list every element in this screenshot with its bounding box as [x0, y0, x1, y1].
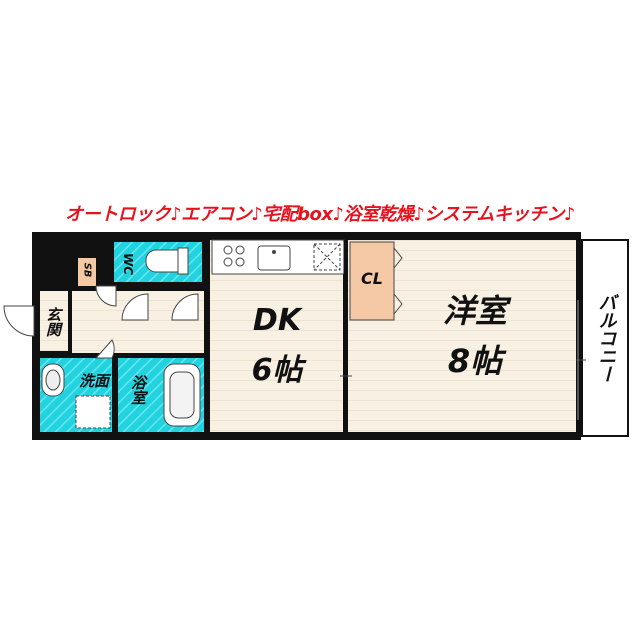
toilet-icon — [145, 247, 189, 275]
washbasin-icon — [41, 363, 65, 397]
door-swing-icon — [3, 285, 199, 359]
western-room-label: 洋室 — [443, 292, 512, 330]
closet-label: CL — [361, 269, 383, 288]
bathroom-label: 浴室 — [128, 375, 148, 405]
entrance-label: 玄関 — [43, 306, 63, 337]
stove-icon — [223, 245, 245, 267]
ventilation-icon — [313, 243, 341, 271]
washing-machine-icon — [75, 395, 111, 429]
shoe-box — [78, 258, 96, 286]
balcony — [581, 239, 629, 437]
closet-door — [393, 247, 403, 269]
bathtub-icon — [163, 363, 201, 427]
sink-icon — [257, 245, 291, 271]
washroom-label: 洗面 — [79, 372, 112, 390]
feature-banner: オートロック♪エアコン♪宅配box♪浴室乾燥♪システムキッチン♪ — [65, 204, 575, 225]
toilet-label: WC — [121, 253, 135, 275]
closet — [349, 241, 395, 321]
western-room-size-label: 8帖 — [448, 342, 507, 380]
dk-size-label: 6帖 — [252, 353, 308, 388]
balcony-label: バルコニー — [596, 293, 617, 383]
closet-door — [393, 293, 403, 315]
shoe-box-label: SB — [82, 263, 93, 278]
entrance-floor — [40, 291, 68, 351]
dk-label: DK — [253, 303, 304, 338]
